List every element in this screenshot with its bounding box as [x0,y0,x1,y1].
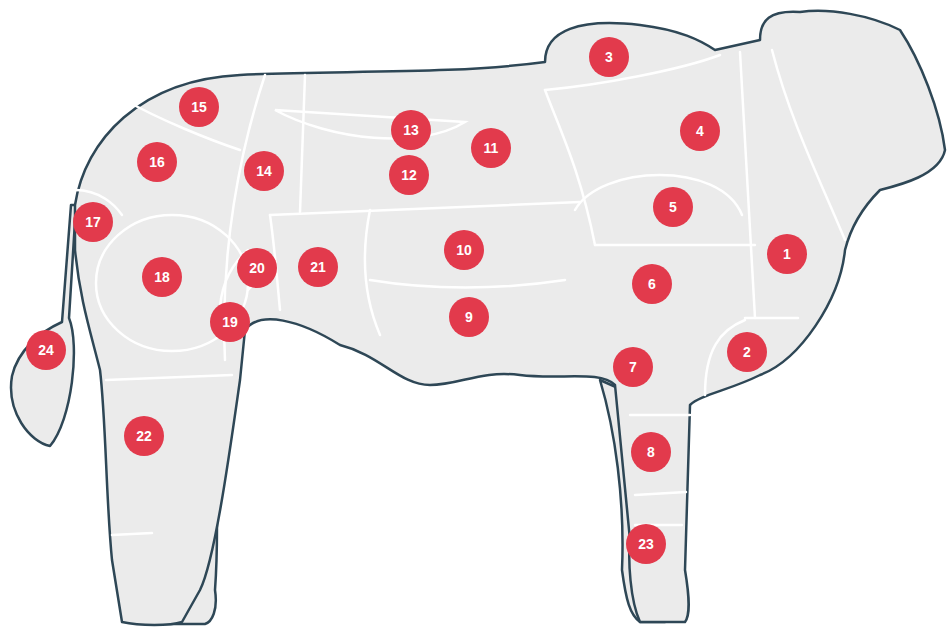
callout-badge: 3 [589,37,629,77]
callout-badge: 22 [124,416,164,456]
callout-number: 5 [653,187,693,227]
callout-badge: 17 [73,202,113,242]
callout-number: 7 [613,347,653,387]
callout-number: 12 [389,155,429,195]
callout-number: 3 [589,37,629,77]
callout-number: 8 [631,432,671,472]
callout-number: 21 [298,247,338,287]
callout-badge: 4 [680,111,720,151]
callout-badge: 16 [137,142,177,182]
callout-number: 4 [680,111,720,151]
callout-badge: 2 [727,332,767,372]
callout-badge: 21 [298,247,338,287]
callout-number: 6 [632,264,672,304]
callout-number: 11 [471,128,511,168]
callout-number: 10 [444,230,484,270]
callout-badge: 9 [449,297,489,337]
callout-badge: 18 [142,257,182,297]
callout-number: 15 [179,87,219,127]
callout-badge: 7 [613,347,653,387]
callout-number: 2 [727,332,767,372]
callout-badge: 10 [444,230,484,270]
callout-number: 14 [244,151,284,191]
callout-badge: 20 [237,248,277,288]
callout-number: 24 [26,330,66,370]
callout-number: 22 [124,416,164,456]
callout-badge: 12 [389,155,429,195]
callout-number: 13 [391,110,431,150]
callout-number: 1 [767,234,807,274]
callout-number: 16 [137,142,177,182]
callout-badge: 24 [26,330,66,370]
callout-badge: 11 [471,128,511,168]
callout-number: 9 [449,297,489,337]
callout-badge: 19 [210,302,250,342]
callout-number: 23 [626,524,666,564]
callout-badge: 13 [391,110,431,150]
callout-badge: 5 [653,187,693,227]
callout-number: 17 [73,202,113,242]
callout-badge: 14 [244,151,284,191]
callout-number: 19 [210,302,250,342]
callout-badge: 1 [767,234,807,274]
callout-number: 18 [142,257,182,297]
callout-number: 20 [237,248,277,288]
callout-badge: 8 [631,432,671,472]
callout-badge: 15 [179,87,219,127]
callout-badge: 23 [626,524,666,564]
callout-badge: 6 [632,264,672,304]
